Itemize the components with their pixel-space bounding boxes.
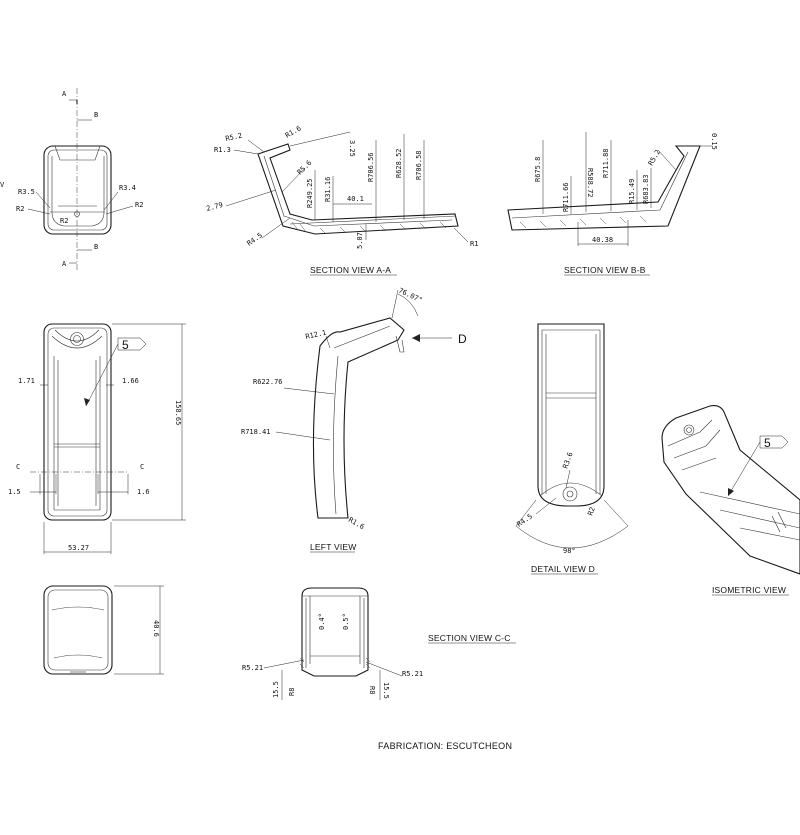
bottom-outline [43, 585, 113, 675]
isometric-view: 5 ISOMETRIC VIEW [661, 405, 800, 596]
dim-r2-right: R2 [135, 201, 143, 209]
balloon-5 [117, 337, 147, 351]
dim-40-1: 40.1 [347, 195, 364, 203]
dim-r4-5-d: R4.5 [516, 512, 534, 528]
caption-section-a-a: SECTION VIEW A-A [310, 265, 391, 275]
dim-r8-left: R8 [288, 688, 296, 696]
dim-r1-6: R1.6 [284, 124, 303, 139]
dim-r706-56: R706.56 [367, 152, 375, 182]
dim-1-5: 1.5 [8, 488, 21, 496]
section-c-c-outline [301, 587, 369, 677]
dim-r711-66: R711.66 [562, 182, 570, 212]
section-a-bottom: A [62, 260, 67, 268]
dim-1-66: 1.66 [122, 377, 139, 385]
dim-r5-21-left: R5.21 [242, 664, 263, 672]
dim-r1-3: R1.3 [214, 146, 231, 154]
dim-76-07: 76.07° [397, 287, 423, 305]
dim-r8-right: R8 [368, 686, 376, 694]
left-view-profile [312, 317, 405, 519]
section-b-bottom: B [94, 243, 98, 251]
dim-5-07: 5.07 [356, 232, 364, 249]
caption-section-c-c: SECTION VIEW C-C [428, 633, 511, 643]
dim-98: 98° [563, 547, 576, 555]
dim-r1: R1 [470, 240, 478, 248]
front-view: 5 1.71 1.66 C C 1.5 1.6 158.65 53.27 [8, 323, 186, 554]
dim-15-5-left: 15.5 [272, 681, 280, 698]
dim-53-27: 53.27 [68, 544, 89, 552]
dim-r683-83: R683.83 [642, 174, 650, 204]
dim-3-25: 3.25 [348, 140, 356, 157]
dim-1-71: 1.71 [18, 377, 35, 385]
section-view-c-c: 0.4° 0.5° R5.21 R5.21 15.5 15.5 R8 R8 SE… [242, 587, 516, 700]
dim-r4-5: R4.5 [246, 231, 264, 247]
caption-isometric-view: ISOMETRIC VIEW [712, 585, 786, 595]
balloon-5-iso [759, 435, 789, 449]
isometric-outline [661, 405, 800, 575]
dim-r249-25: R249.25 [306, 178, 314, 208]
dim-r628-52: R628.52 [395, 148, 403, 178]
dim-r2-d: R2 [586, 506, 596, 517]
dim-0-4: 0.4° [318, 613, 326, 630]
front-small-outline [43, 145, 112, 235]
dim-r622-76: R622.76 [253, 378, 283, 386]
view-arrow-d: D [458, 332, 467, 346]
dim-r2-left: R2 [16, 205, 24, 213]
caption-section-b-b: SECTION VIEW B-B [564, 265, 646, 275]
detail-d-outline [537, 323, 605, 507]
dim-r31-16: R31.16 [324, 177, 332, 202]
dim-40-6: 40.6 [152, 620, 160, 637]
dim-r12-1: R12.1 [305, 329, 327, 341]
dim-40-38: 40.38 [592, 236, 613, 244]
section-view-a-a: R5.2 R1.3 R1.6 3.25 R706.56 R628.52 R706… [205, 124, 478, 276]
dim-0-5: 0.5° [342, 613, 350, 630]
dim-r718-41: R718.41 [241, 428, 271, 436]
dim-15-5-right: 15.5 [382, 682, 390, 699]
caption-left-view: LEFT VIEW [310, 542, 357, 552]
dim-2-79: 2.79 [205, 201, 223, 213]
dim-r2-center: R2 [60, 217, 68, 225]
fabrication-title: FABRICATION: ESCUTCHEON [378, 741, 512, 751]
dim-r675-8: R675.8 [534, 157, 542, 182]
section-a-a-profile [257, 143, 459, 235]
dim-158-65: 158.65 [174, 400, 182, 425]
caption-detail-view-d: DETAIL VIEW D [531, 564, 595, 574]
dim-r5-21-right: R5.21 [402, 670, 423, 678]
front-outline [43, 323, 112, 521]
section-view-b-b: R675.8 R588.72 R711.88 0.15 R5.2 R711.66… [507, 132, 718, 276]
section-c-left: C [16, 463, 20, 471]
dim-1-6: 1.6 [137, 488, 150, 496]
bottom-view: 40.6 [43, 585, 164, 675]
dim-r3-5: R3.5 [18, 188, 35, 196]
balloon-5-label: 5 [122, 338, 129, 352]
dim-r3-4: R3.4 [119, 184, 136, 192]
section-b-top: B [94, 111, 98, 119]
dim-r15-49: R15.49 [628, 179, 636, 204]
edge-label: V [0, 181, 5, 189]
front-small-view: V A B B A R3.5 R3.4 R2 R2 R2 [0, 88, 143, 270]
section-c-right: C [140, 463, 144, 471]
section-a-top: A [62, 90, 67, 98]
dim-r1-6-left: R1.6 [347, 516, 366, 531]
dim-r5-2-b: R5.2 [647, 148, 662, 167]
dim-r5-2: R5.2 [225, 132, 243, 143]
dim-r5-6: R5.6 [296, 159, 314, 177]
dim-r706-58: R706.58 [415, 150, 423, 180]
dim-r711-88: R711.88 [602, 148, 610, 178]
balloon-5-iso-label: 5 [764, 436, 771, 450]
left-view: 76.07° D R12.1 R622.76 R718.41 R1.6 LEFT… [241, 287, 467, 553]
detail-view-d: 98° R3.6 R4.5 R2 DETAIL VIEW D [516, 323, 629, 575]
dim-0-15: 0.15 [710, 133, 718, 150]
dim-r3-6: R3.6 [561, 451, 574, 470]
dim-r588-72: R588.72 [586, 168, 594, 198]
